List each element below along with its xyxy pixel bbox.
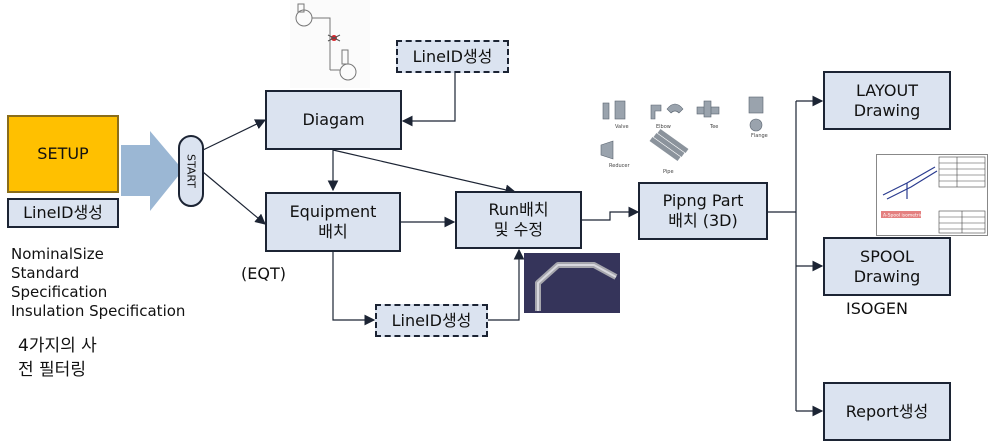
spool-drawing-box: SPOOL Drawing <box>823 237 951 296</box>
pid-thumbnail <box>290 0 370 88</box>
spool-label-1: SPOOL <box>860 246 914 266</box>
diagram-box: Diagam <box>265 90 402 150</box>
setup-lineid-box: LineID생성 <box>7 198 119 228</box>
lineid-top-box: LineID생성 <box>396 40 509 73</box>
filter-item: Insulation Specification <box>11 302 186 320</box>
isometric-drawing-thumbnail: A-Spool isometric <box>876 154 988 236</box>
piping-label-2: 배치 (3D) <box>668 211 738 230</box>
isogen-label: ISOGEN <box>846 299 908 318</box>
isometric-sketch-icon: A-Spool isometric <box>881 156 986 234</box>
layout-label-1: LAYOUT <box>856 80 918 100</box>
lineid-bottom-label: LineID생성 <box>391 310 472 330</box>
part-label-flange: Flange <box>751 133 768 139</box>
filter-note-line: 4가지의 사 <box>18 336 97 356</box>
pipe-3d-icon <box>535 262 618 311</box>
part-label-pipe: Pipe <box>663 169 674 175</box>
report-label: Report생성 <box>845 401 929 421</box>
diagram-label: Diagam <box>302 110 365 129</box>
arrow-start-equipment <box>202 171 266 225</box>
start-pill: START <box>178 135 204 207</box>
run-label-2: 및 수정 <box>493 220 544 239</box>
equipment-label-1: Equipment <box>289 202 377 221</box>
setup-lineid-label: LineID생성 <box>23 203 103 222</box>
run-label-1: Run배치 <box>488 200 549 219</box>
layout-drawing-box: LAYOUT Drawing <box>823 71 951 130</box>
piping-part-box: Pipng Part 배치 (3D) <box>638 182 768 240</box>
filter-note: 4가지의 사 전 필터링 <box>18 334 97 382</box>
pipe-parts-icon: Valve Elbow Tee Flange Reducer Pipe <box>600 96 768 175</box>
part-label-elbow: Elbow <box>656 124 671 130</box>
arrow-equipment-lineid <box>332 252 376 326</box>
setup-block-arrow <box>121 131 183 211</box>
parts-thumbnail: Valve Elbow Tee Flange Reducer Pipe <box>593 95 773 177</box>
filter-item: NominalSize <box>11 245 104 263</box>
equipment-label-2: 배치 <box>318 222 348 241</box>
start-label: START <box>184 154 198 188</box>
filter-item: Specification <box>11 283 108 301</box>
part-label-valve: Valve <box>615 124 629 130</box>
part-label-tee: Tee <box>709 124 718 130</box>
lineid-bottom-box: LineID생성 <box>375 304 488 337</box>
pipe-3d-thumbnail <box>524 253 620 313</box>
run-box: Run배치 및 수정 <box>455 191 582 249</box>
report-box: Report생성 <box>823 382 951 441</box>
spool-label-2: Drawing <box>853 266 921 286</box>
setup-label: SETUP <box>37 144 89 163</box>
filter-item: Standard <box>11 264 80 282</box>
filter-list: NominalSize Standard Specification Insul… <box>11 245 185 321</box>
filter-note-line: 전 필터링 <box>18 360 86 380</box>
arrow-lineid-diagram <box>401 68 456 127</box>
arrow-diagram-run <box>332 149 517 196</box>
drawing-stamp-label: A-Spool isometric <box>883 213 923 219</box>
arrow-run-piping <box>581 206 640 221</box>
part-label-reducer: Reducer <box>609 163 630 169</box>
layout-label-2: Drawing <box>853 100 921 120</box>
lineid-top-label: LineID생성 <box>412 46 493 66</box>
setup-box: SETUP <box>7 115 119 193</box>
pid-sketch-icon <box>295 3 357 81</box>
arrow-lineid-run <box>487 248 525 321</box>
piping-label-1: Pipng Part <box>662 191 744 210</box>
arrow-start-diagram <box>202 119 267 151</box>
eqt-label: (EQT) <box>241 264 286 283</box>
equipment-box: Equipment 배치 <box>265 192 401 252</box>
